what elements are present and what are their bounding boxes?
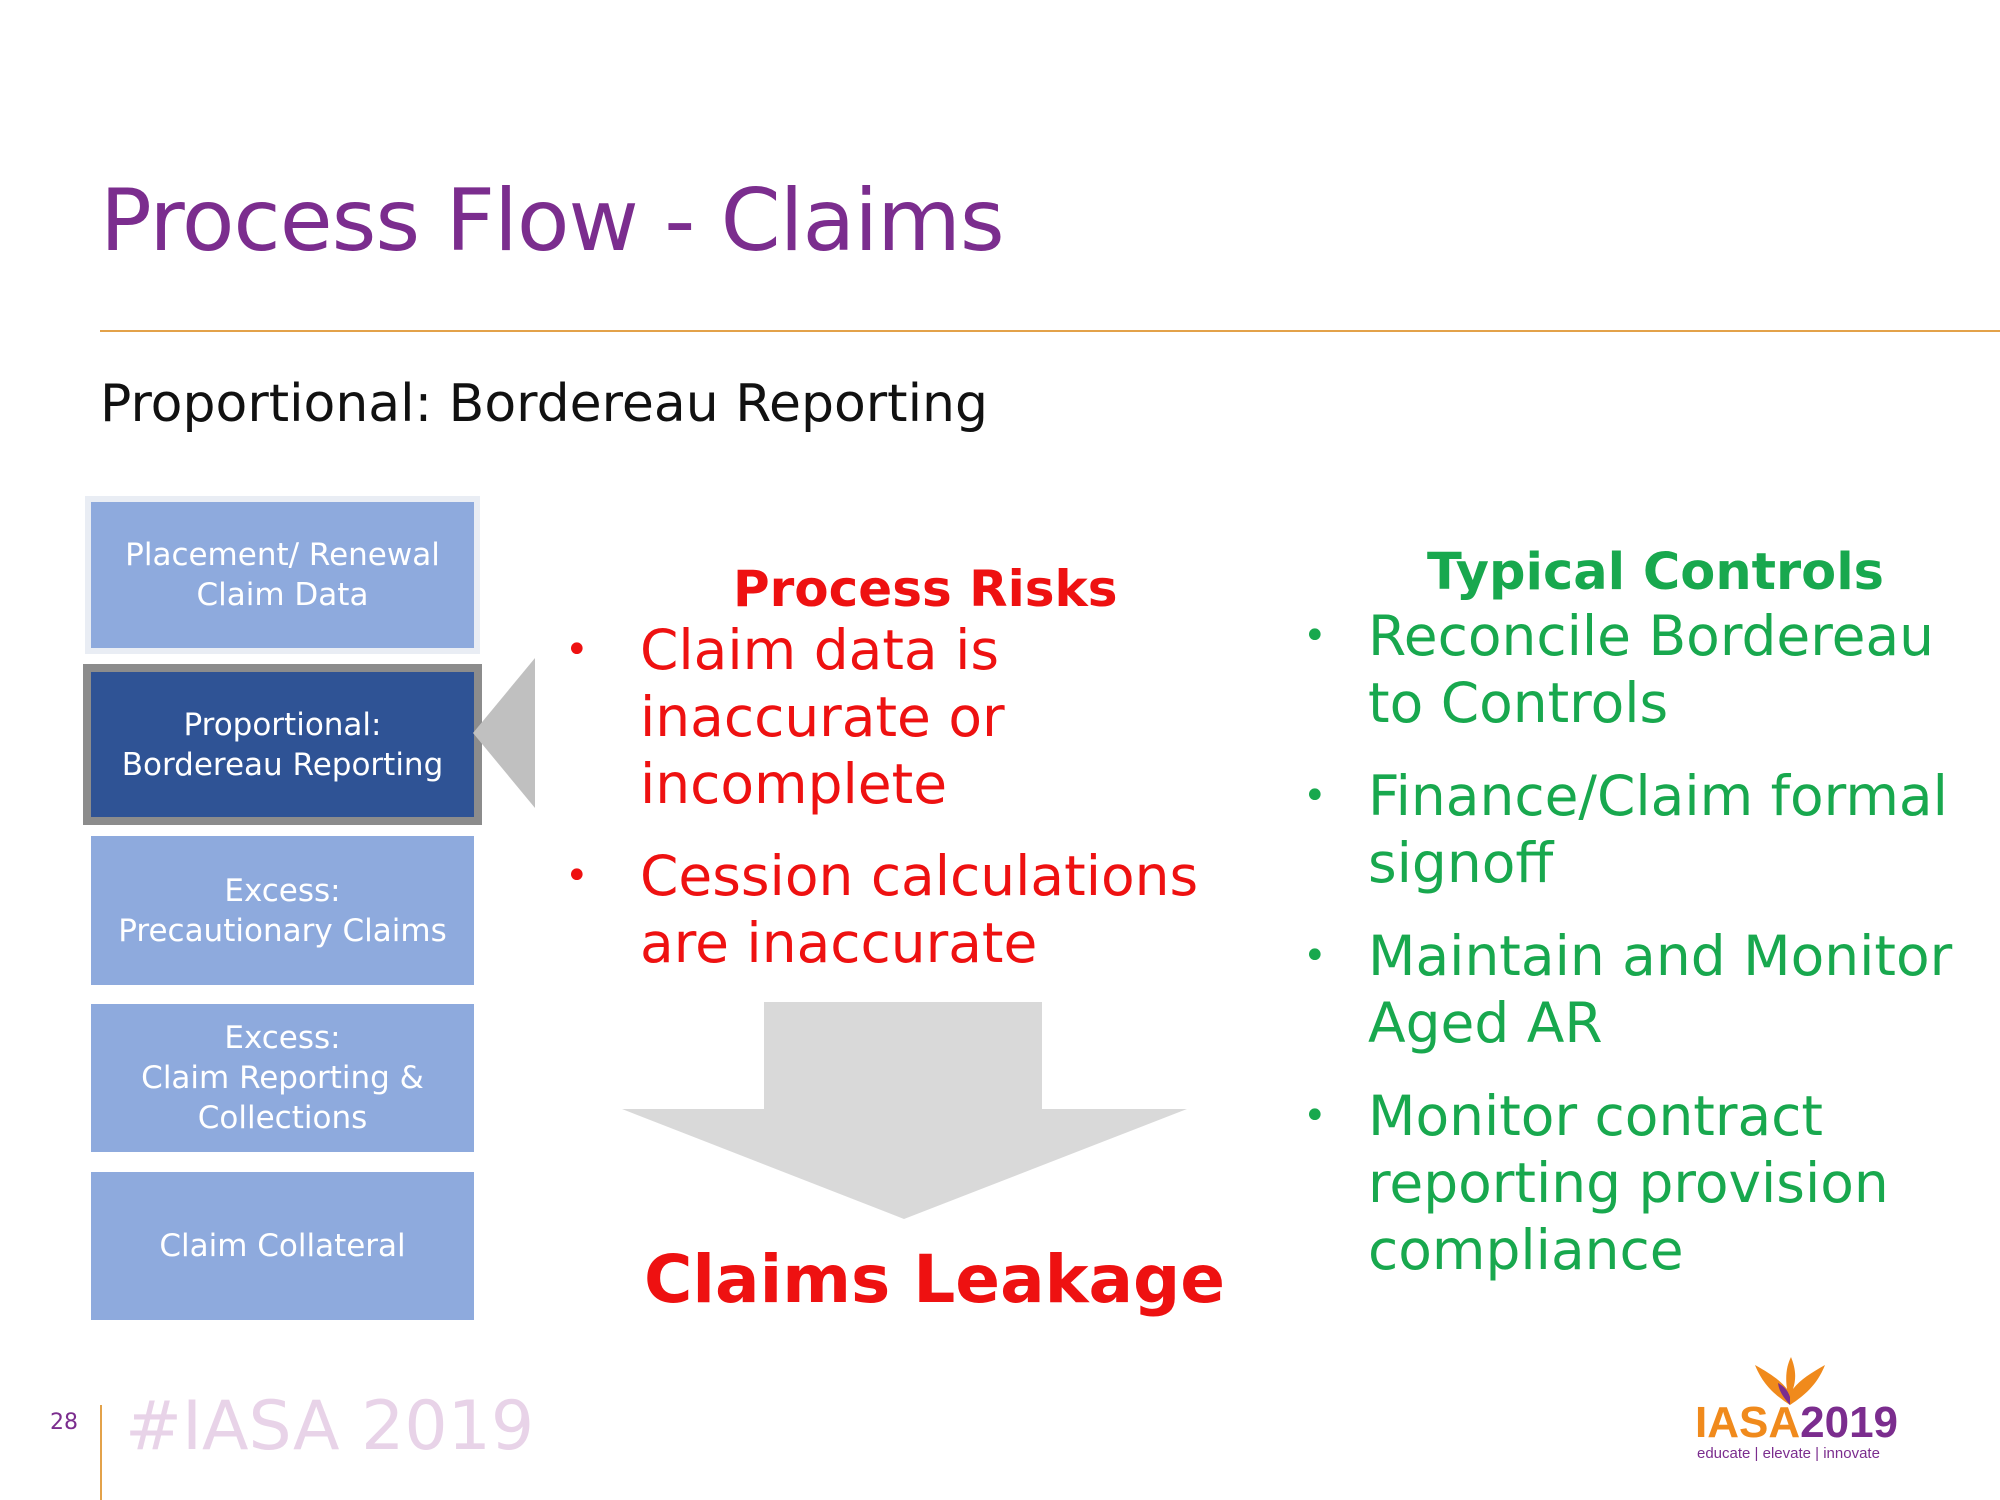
- flow-step-placement: Placement/ Renewal Claim Data: [85, 496, 480, 654]
- control-text: Maintain and Monitor Aged AR: [1368, 924, 1953, 1055]
- active-step-pointer: [473, 658, 535, 808]
- down-arrow-icon: [622, 1002, 1187, 1219]
- footer-divider: [100, 1405, 102, 1500]
- control-text: Finance/Claim formal signoff: [1368, 764, 1948, 895]
- bullet-icon: •: [565, 627, 589, 673]
- phoenix-icon: [1755, 1357, 1825, 1405]
- control-text: Reconcile Bordereau to Controls: [1368, 604, 1935, 735]
- risk-text: Claim data is inaccurate or incomplete: [640, 618, 1005, 816]
- typical-controls-heading: Typical Controls: [1427, 543, 1885, 602]
- bullet-icon: •: [565, 853, 589, 899]
- typical-controls-list: • Reconcile Bordereau to Controls • Financ…: [1303, 603, 1983, 1310]
- bullet-icon: •: [1303, 773, 1327, 819]
- control-item: • Maintain and Monitor Aged AR: [1303, 923, 1983, 1057]
- control-item: • Monitor contract reporting provision co…: [1303, 1083, 1983, 1284]
- control-item: • Finance/Claim formal signoff: [1303, 763, 1983, 897]
- iasa-logo: IASA2019 educate | elevate | innovate: [1695, 1355, 1925, 1465]
- slide-subtitle: Proportional: Bordereau Reporting: [100, 374, 988, 434]
- claims-leakage-outcome: Claims Leakage: [644, 1241, 1226, 1318]
- control-item: • Reconcile Bordereau to Controls: [1303, 603, 1983, 737]
- bullet-icon: •: [1303, 933, 1327, 979]
- risk-item: • Claim data is inaccurate or incomplete: [565, 617, 1205, 818]
- bullet-icon: •: [1303, 1093, 1327, 1139]
- flow-step-collateral: Claim Collateral: [91, 1172, 474, 1320]
- logo-wordmark: IASA2019: [1695, 1398, 1899, 1447]
- control-text: Monitor contract reporting provision com…: [1368, 1084, 1889, 1282]
- title-divider: [100, 330, 2000, 332]
- flow-step-proportional-active: Proportional: Bordereau Reporting: [83, 664, 482, 825]
- flow-step-excess-reporting: Excess: Claim Reporting & Collections: [91, 1004, 474, 1152]
- risk-text: Cession calculations are inaccurate: [640, 844, 1199, 975]
- event-hashtag: #IASA 2019: [125, 1387, 535, 1466]
- risk-item: • Cession calculations are inaccurate: [565, 843, 1205, 977]
- process-risks-list: •Claim data is inaccurate or incomplete …: [565, 617, 1205, 1002]
- flow-step-excess-precautionary: Excess: Precautionary Claims: [91, 836, 474, 985]
- process-risks-heading: Process Risks: [733, 560, 1118, 618]
- bullet-icon: •: [1303, 613, 1327, 659]
- logo-tagline: educate | elevate | innovate: [1697, 1445, 1880, 1462]
- page-number: 28: [50, 1410, 78, 1435]
- slide-title: Process Flow - Claims: [100, 171, 1005, 271]
